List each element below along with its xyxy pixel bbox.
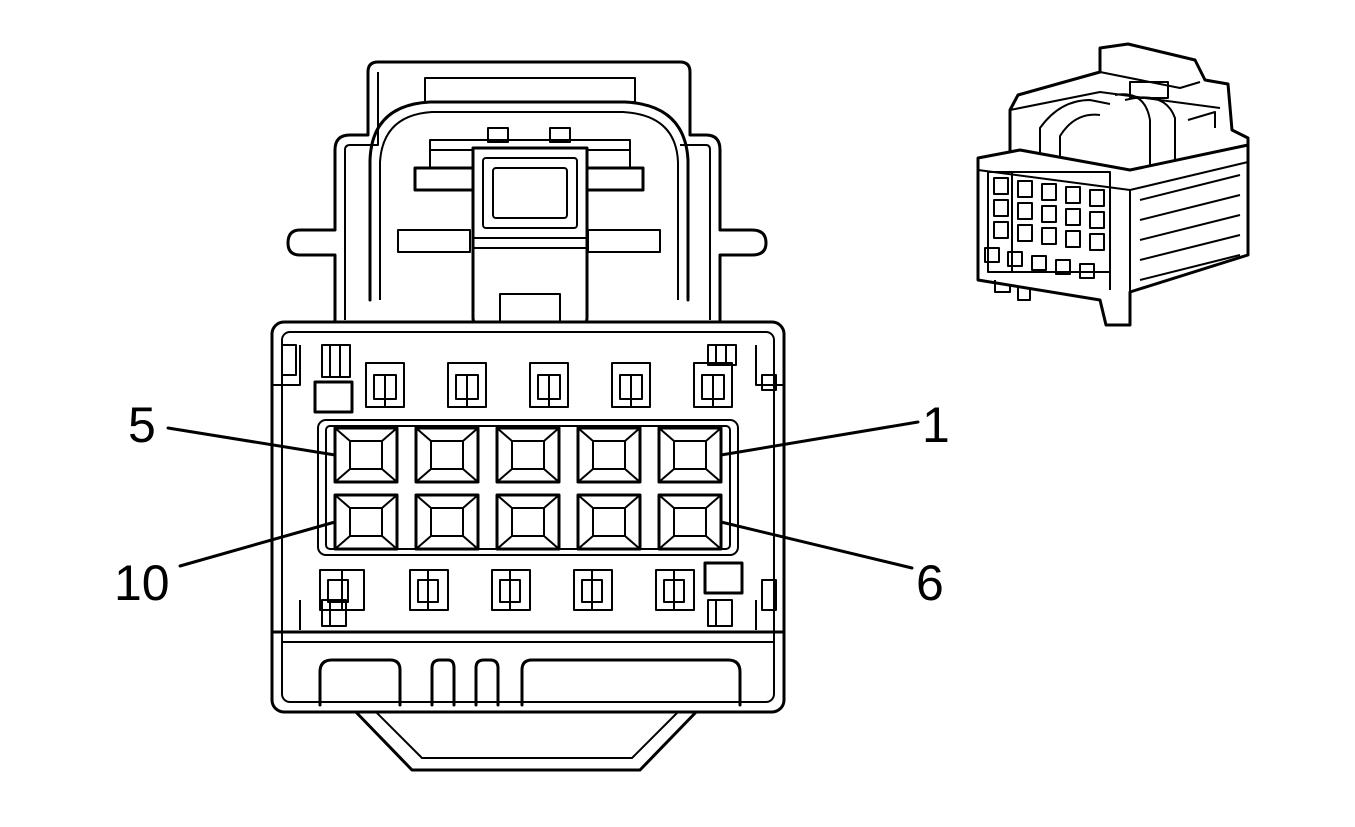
pin-cavity-2 (576, 426, 642, 484)
pin-labels: 5 1 10 6 (114, 397, 950, 611)
pin-cavity-3 (495, 426, 561, 484)
leader-pin-1 (719, 420, 920, 457)
leader-pin-5 (166, 426, 337, 457)
leader-pin-6 (719, 520, 914, 570)
pin-cavity-6 (657, 493, 723, 551)
pin-cavity-1 (657, 426, 723, 484)
pin-cavity-7 (576, 493, 642, 551)
leader-pin-10 (178, 520, 337, 568)
pin-cavity-4 (414, 426, 480, 484)
lower-terminal-cavities (319, 561, 744, 627)
connector-bottom-key (318, 658, 402, 707)
isometric-pin-grid (984, 177, 1105, 279)
pin-label-10: 10 (114, 555, 170, 611)
connector-isometric-view (976, 42, 1250, 327)
pin-callout-leaders (166, 420, 920, 570)
pin-label-1: 1 (922, 397, 950, 453)
pin-cavity-5 (333, 426, 399, 484)
upper-terminal-cavities (313, 344, 737, 414)
pin-cavities (333, 426, 723, 551)
latch-finger (471, 146, 589, 326)
pin-cavity-8 (495, 493, 561, 551)
connector-face-view (270, 60, 786, 772)
pin-label-6: 6 (916, 555, 944, 611)
pin-label-5: 5 (128, 397, 156, 453)
latch-top-bar (424, 77, 636, 103)
terminal-grid-frame (317, 419, 739, 556)
pin-cavity-10 (333, 493, 399, 551)
pin-cavity-9 (414, 493, 480, 551)
